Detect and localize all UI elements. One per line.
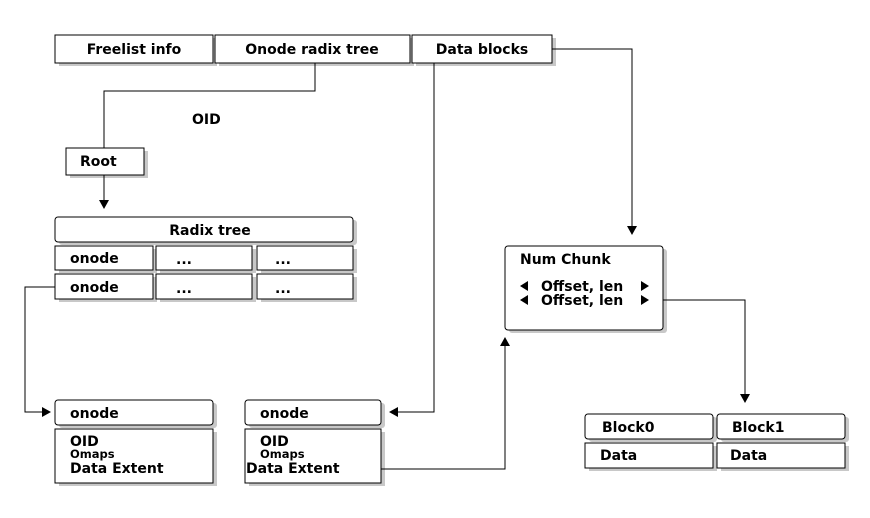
onode-left-field-oid: OID	[70, 434, 99, 450]
arrowhead-right-icon	[42, 407, 51, 417]
block1-header: Block1	[732, 420, 784, 436]
onode-middle-field-omaps: Omaps	[260, 447, 305, 461]
radix-cell-r1c2: ...	[176, 252, 192, 268]
data-blocks-node: Data blocks	[411, 34, 556, 66]
radix-tree-title: Radix tree	[169, 223, 251, 239]
radix-cell-r1c3: ...	[275, 252, 291, 268]
edge-data-blocks-to-middle-onode	[398, 63, 435, 413]
num-chunk-entry-1: Offset, len	[541, 279, 623, 295]
onode-radix-tree-label: Onode radix tree	[245, 42, 379, 58]
onode-middle: onode OID Omaps Data Extent	[244, 399, 385, 486]
onode-middle-title: onode	[260, 406, 309, 422]
onode-left-title: onode	[70, 406, 119, 422]
num-chunk-title: Num Chunk	[520, 252, 611, 268]
onode-middle-field-data-extent: Data Extent	[246, 461, 340, 477]
block0-header: Block0	[602, 420, 655, 436]
data-blocks-label: Data blocks	[436, 42, 528, 58]
triangle-right-icon	[641, 295, 649, 305]
triangle-left-icon	[520, 295, 528, 305]
edge-label-oid: OID	[192, 112, 221, 128]
freelist-info-label: Freelist info	[87, 42, 182, 58]
root-label: Root	[80, 154, 117, 170]
triangle-left-icon	[520, 281, 528, 291]
onode-left: onode OID Omaps Data Extent	[54, 399, 217, 486]
edge-num-chunk-to-blocks	[663, 299, 746, 394]
radix-tree-table: Radix tree onode ... ... onode ... ...	[54, 216, 357, 302]
num-chunk-entry-2: Offset, len	[541, 293, 623, 309]
onode-middle-field-oid: OID	[260, 434, 289, 450]
radix-cell-r2c1: onode	[70, 280, 119, 296]
onode-left-field-omaps: Omaps	[70, 447, 115, 461]
edge-data-blocks-to-num-chunk	[552, 48, 633, 226]
edge-radix-onode-to-left-onode	[24, 286, 55, 413]
arrowhead-down-icon	[99, 200, 109, 209]
blocks-table: Block0 Block1 Data Data	[584, 413, 849, 471]
num-chunk-node: Num Chunk Offset, len Offset, len	[504, 245, 667, 333]
edge-radix-to-root	[103, 63, 316, 148]
radix-cell-r2c3: ...	[275, 281, 291, 297]
block1-data: Data	[730, 448, 767, 464]
onode-left-field-data-extent: Data Extent	[70, 461, 164, 477]
block0-data: Data	[600, 448, 637, 464]
freelist-info-node: Freelist info	[54, 34, 217, 66]
arrowhead-down-icon	[740, 394, 750, 403]
edge-data-extent-to-num-chunk	[381, 346, 506, 470]
triangle-right-icon	[641, 281, 649, 291]
onode-radix-tree-node: Onode radix tree	[214, 34, 414, 66]
arrowhead-down-icon	[627, 226, 637, 235]
radix-cell-r2c2: ...	[176, 281, 192, 297]
arrowhead-up-icon	[500, 337, 510, 346]
root-node: Root	[65, 147, 148, 178]
radix-cell-r1c1: onode	[70, 251, 119, 267]
arrowhead-left-icon	[389, 407, 398, 417]
